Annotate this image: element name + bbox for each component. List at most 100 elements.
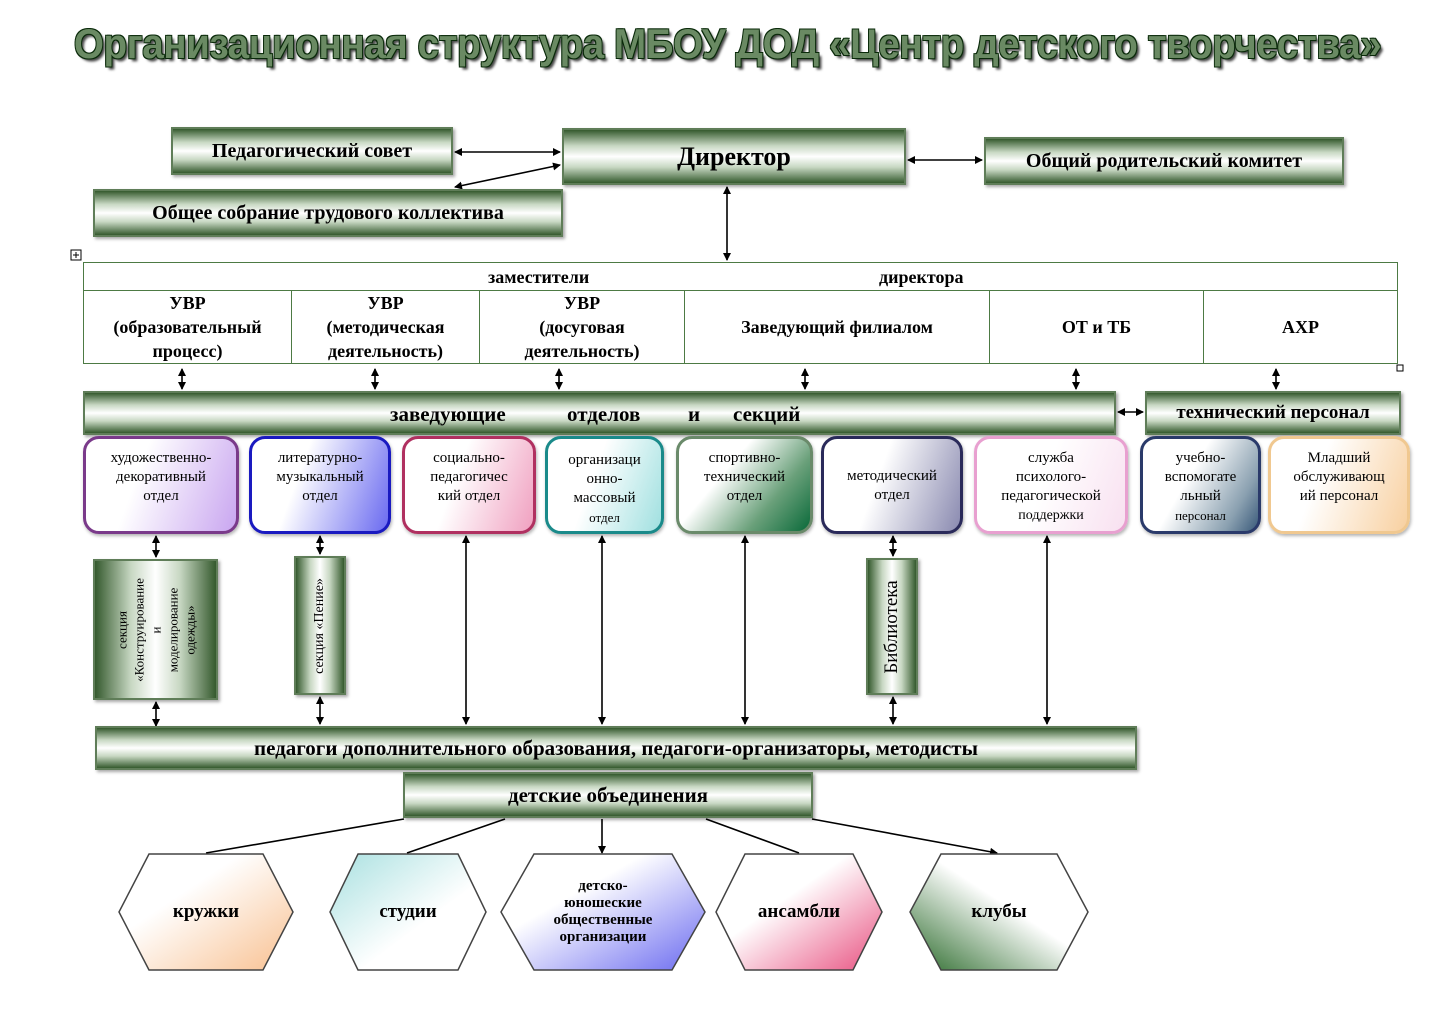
deputy-line: УВР bbox=[563, 293, 601, 313]
assoc-clubs: клубы bbox=[909, 853, 1089, 971]
dept-line: поддержки bbox=[1018, 508, 1084, 523]
ped-council-box: Педагогический совет bbox=[171, 127, 453, 175]
dept-line: льный bbox=[1180, 488, 1221, 504]
deputy-cell-branch: Заведующий филиалом bbox=[684, 290, 990, 364]
dept-line: учебно- bbox=[1175, 450, 1226, 466]
dept-line: психолого- bbox=[1015, 469, 1087, 485]
assoc-line: юношеские bbox=[564, 895, 642, 911]
dept-line: методический bbox=[847, 468, 937, 484]
heads-word-1: заведующие bbox=[390, 402, 506, 426]
deputy-line: деятельность) bbox=[328, 341, 443, 361]
library-box: Библиотека bbox=[866, 558, 918, 695]
dept-line: отдел bbox=[302, 488, 338, 504]
deputies-header: заместители директора bbox=[83, 262, 1398, 291]
deputy-line: (образовательный bbox=[113, 317, 262, 337]
children-associations-box: детские объединения bbox=[403, 772, 813, 818]
heads-word-3: и bbox=[688, 402, 701, 426]
assoc-label: клубы bbox=[971, 901, 1027, 922]
dept-line: служба bbox=[1028, 450, 1074, 466]
dept-line: Младший bbox=[1307, 450, 1371, 466]
dept-line: спортивно- bbox=[708, 450, 781, 466]
dept-methodical: методический отдел bbox=[821, 436, 963, 534]
heads-box: заведующие отделов и секций bbox=[83, 391, 1116, 435]
assoc-line: общественные bbox=[553, 912, 653, 928]
line-children-circles bbox=[205, 818, 405, 854]
line-children-clubs bbox=[811, 818, 998, 856]
dept-line: отдел bbox=[726, 488, 763, 504]
assoc-label: студии bbox=[379, 901, 437, 922]
assoc-label: кружки bbox=[172, 901, 240, 922]
section-line: «Конструирование bbox=[131, 577, 146, 682]
deputy-cell-safety: ОТ и ТБ bbox=[989, 290, 1204, 364]
assoc-line: детско- bbox=[578, 878, 628, 894]
section-line: моделирование bbox=[165, 587, 180, 672]
dept-line: технический bbox=[703, 469, 786, 485]
line-children-studios bbox=[406, 818, 506, 854]
tech-unit-support-staff: учебно-вспомогате льный персонал bbox=[1140, 436, 1261, 534]
heads-word-2: отделов bbox=[567, 402, 641, 426]
deputy-cell-leisure: УВР (досуговая деятельность) bbox=[479, 290, 685, 364]
table-resize-handle bbox=[1396, 364, 1404, 372]
deputy-line: УВР bbox=[169, 293, 206, 313]
tech-staff-box: технический персонал bbox=[1145, 391, 1401, 435]
dept-art-decorative: художественно-декоративный отдел bbox=[83, 436, 239, 534]
dept-line: ий персонал bbox=[1299, 488, 1379, 504]
dept-line: отдел bbox=[874, 487, 910, 503]
section-design: секция «Конструирование и моделирование … bbox=[93, 559, 218, 700]
heads-word-4: секций bbox=[733, 402, 801, 426]
dept-line: педагогической bbox=[1001, 488, 1101, 504]
dept-psych-support: служба психолого-педагогической поддержки bbox=[974, 436, 1128, 534]
dept-line: художественно- bbox=[110, 450, 212, 466]
dept-literary-musical: литературно-музыкальный отдел bbox=[249, 436, 391, 534]
deputy-line: УВР bbox=[367, 293, 404, 313]
dept-line: персонал bbox=[1175, 508, 1226, 523]
section-line: одежды» bbox=[182, 604, 197, 655]
tech-unit-junior-staff: Младший обслуживающ ий персонал bbox=[1268, 436, 1410, 534]
dept-line: декоративный bbox=[116, 469, 206, 485]
dept-line: отдел bbox=[143, 488, 179, 504]
dept-line: литературно- bbox=[277, 450, 363, 466]
deputy-line: (досуговая bbox=[539, 317, 625, 337]
dept-line: массовый bbox=[573, 490, 636, 506]
dept-social-pedagogical: социально-педагогичес кий отдел bbox=[402, 436, 536, 534]
deputy-cell-methodical: УВР (методическая деятельность) bbox=[291, 290, 480, 364]
parents-committee-box: Общий родительский комитет bbox=[984, 137, 1344, 185]
section-line: секция bbox=[114, 610, 129, 649]
line-children-ensembles bbox=[705, 818, 800, 854]
page-title: Организационная структура МБОУ ДОД «Цент… bbox=[73, 20, 1382, 67]
director-box: Директор bbox=[562, 128, 906, 185]
arrow-meeting-director bbox=[454, 162, 561, 190]
deputies-header-left: заместители bbox=[488, 267, 590, 287]
dept-line: социально- bbox=[433, 450, 505, 466]
assoc-line: организации bbox=[559, 929, 647, 945]
general-meeting-box: Общее собрание трудового коллектива bbox=[93, 189, 563, 237]
dept-line: отдел bbox=[589, 510, 620, 525]
deputy-cell-maintenance: АХР bbox=[1203, 290, 1398, 364]
dept-line: кий отдел bbox=[437, 488, 501, 504]
library-text: Библиотека bbox=[881, 579, 902, 674]
section-singing-text: секция «Пение» bbox=[312, 577, 327, 674]
deputies-table: заместители директора УВР (образовательн… bbox=[83, 262, 1398, 364]
assoc-label: ансамбли bbox=[757, 901, 841, 922]
section-design-text: секция «Конструирование и моделирование … bbox=[113, 578, 198, 682]
dept-line: обслуживающ bbox=[1293, 469, 1385, 485]
section-line: и bbox=[148, 626, 163, 633]
dept-line: музыкальный bbox=[276, 469, 364, 485]
dept-line: вспомогате bbox=[1164, 469, 1237, 485]
section-singing: секция «Пение» bbox=[294, 556, 346, 695]
deputy-line: процесс) bbox=[152, 341, 223, 361]
deputy-line: (методическая bbox=[326, 317, 445, 337]
deputy-cell-educational: УВР (образовательный процесс) bbox=[83, 290, 292, 364]
deputies-header-right: директора bbox=[879, 267, 964, 287]
deputy-line: деятельность) bbox=[524, 341, 640, 361]
assoc-circles: кружки bbox=[118, 853, 294, 971]
dept-line: онно- bbox=[586, 471, 623, 487]
dept-sports-technical: спортивно-технический отдел bbox=[676, 436, 813, 534]
assoc-studios: студии bbox=[329, 853, 487, 971]
dept-line: педагогичес bbox=[430, 469, 508, 485]
assoc-ensembles: ансамбли bbox=[715, 853, 883, 971]
